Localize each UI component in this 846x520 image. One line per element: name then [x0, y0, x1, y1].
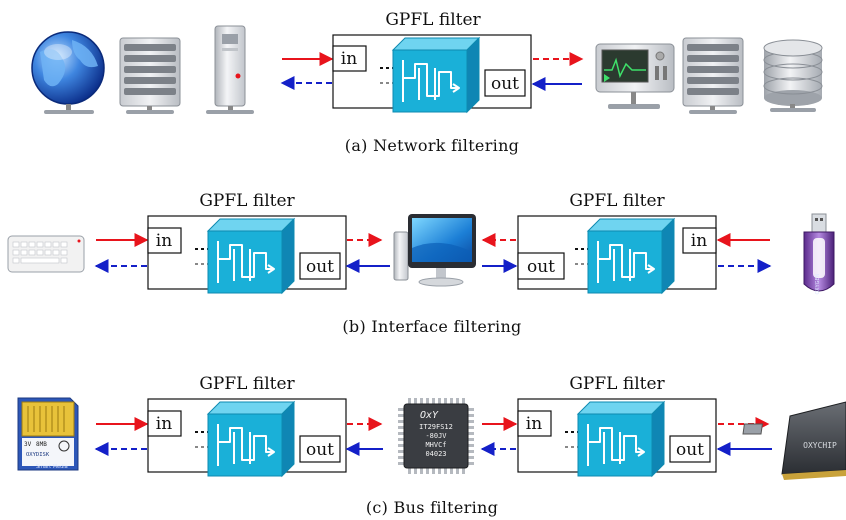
- row-network-filtering: GPFL filter in out: [31, 10, 823, 155]
- port-out-box: [299, 435, 341, 463]
- port-out-label: out: [676, 440, 704, 460]
- row-bus-filtering: 3V 8MB OXYDISK Smart Media GPFL filter i…: [17, 374, 846, 517]
- filter-title: GPFL filter: [199, 374, 295, 394]
- caption-interface-filtering: (b) Interface filtering: [342, 317, 521, 336]
- port-out-label: out: [306, 257, 334, 277]
- memory-card-icon: 3V 8MB OXYDISK Smart Media: [17, 397, 79, 471]
- port-in-label: in: [691, 231, 707, 251]
- filter-cube-icon: [207, 218, 295, 294]
- filter-cube-icon: [587, 218, 675, 294]
- rack-server-icon: [682, 37, 744, 114]
- caption-bus-filtering: (c) Bus filtering: [366, 498, 498, 517]
- port-in-label: in: [341, 49, 357, 69]
- usb-stick-icon: OXYGEN: [803, 213, 835, 294]
- card-volt: 3V: [24, 441, 32, 448]
- filter-title: GPFL filter: [569, 191, 665, 211]
- cpu-chip-icon: OXYCHIP: [742, 401, 846, 480]
- port-in-label: in: [526, 414, 542, 434]
- card-label: Smart Media: [36, 464, 68, 470]
- chip-line4: 04023: [425, 450, 446, 458]
- port-in-box: [147, 227, 182, 254]
- monitor-device-icon: [595, 43, 675, 109]
- cpu-brand: OXYCHIP: [803, 441, 837, 450]
- port-out-label: out: [306, 440, 334, 460]
- port-out-label: out: [491, 74, 519, 94]
- flash-chip-icon: OxY IT29FS12 -80JV MHVCf 04023: [398, 398, 474, 474]
- tower-server-icon: [206, 25, 254, 114]
- filter-title: GPFL filter: [569, 374, 665, 394]
- port-in-box: [332, 45, 367, 72]
- port-in-box: [682, 227, 717, 254]
- chip-line2: -80JV: [425, 432, 447, 440]
- chip-line1: IT29FS12: [419, 423, 453, 431]
- usb-brand: OXYGEN: [815, 273, 821, 294]
- filter-cube-icon: [392, 37, 480, 113]
- port-out-box: [517, 252, 565, 280]
- filter-title: GPFL filter: [199, 191, 295, 211]
- caption-network-filtering: (a) Network filtering: [345, 136, 519, 155]
- port-out-label: out: [527, 257, 555, 277]
- port-in-box: [147, 410, 182, 437]
- filter-title: GPFL filter: [385, 10, 481, 30]
- desktop-computer-icon: [393, 214, 476, 287]
- database-icon: [763, 39, 823, 112]
- chip-line3: MHVCf: [425, 441, 446, 449]
- port-in-label: in: [156, 231, 172, 251]
- keyboard-icon: [7, 235, 85, 273]
- port-out-box: [484, 69, 526, 97]
- rack-server-icon: [119, 37, 181, 114]
- row-interface-filtering: GPFL filter in out GPFL filter out in: [7, 191, 835, 336]
- port-in-box: [517, 410, 552, 437]
- port-out-box: [299, 252, 341, 280]
- card-brand: OXYDISK: [26, 452, 50, 458]
- globe-icon: [31, 31, 105, 114]
- card-size: 8MB: [36, 441, 47, 448]
- port-out-box: [669, 435, 711, 463]
- port-in-label: in: [156, 414, 172, 434]
- filter-cube-icon: [577, 401, 665, 477]
- chip-brand: OxY: [420, 410, 439, 421]
- filter-cube-icon: [207, 401, 295, 477]
